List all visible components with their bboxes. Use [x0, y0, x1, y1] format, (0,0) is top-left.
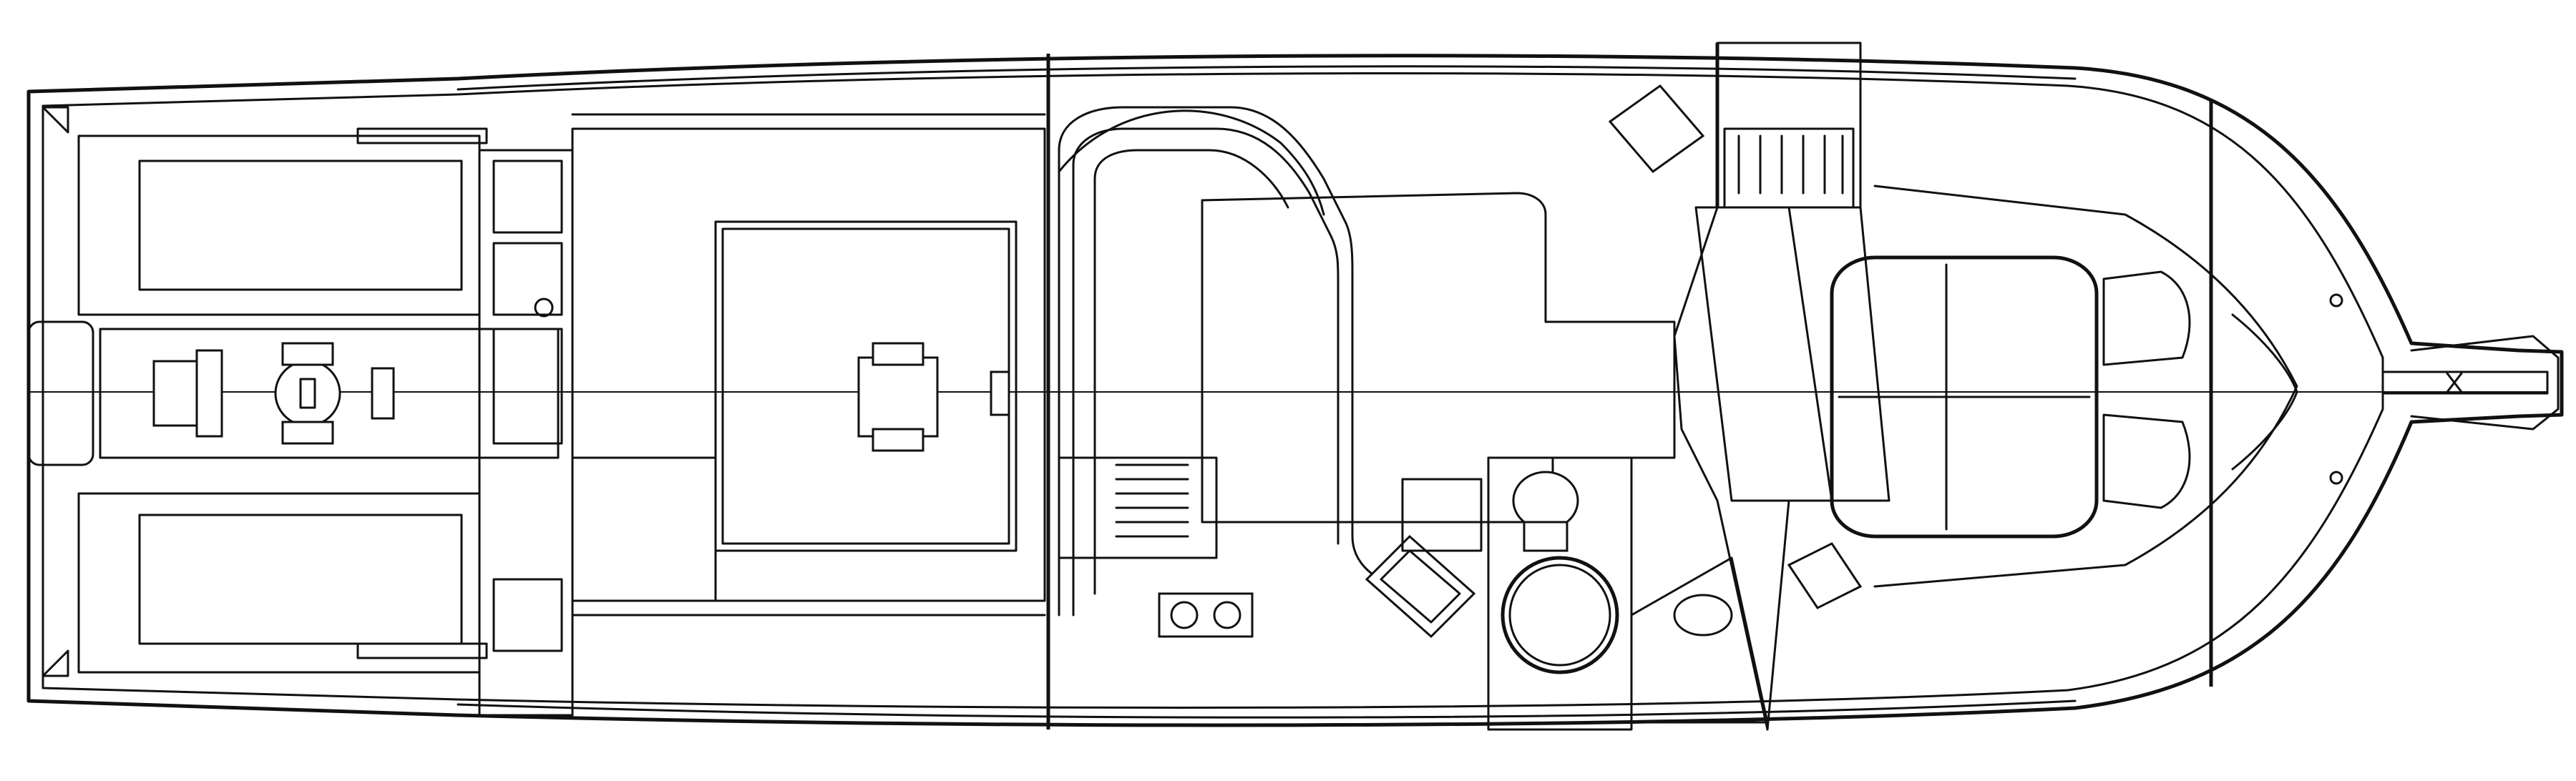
salon: [1058, 106, 1676, 639]
cockpit: [27, 127, 560, 674]
tackle-drawer-4[interactable]: [492, 578, 563, 652]
tackle-drawer-1[interactable]: [492, 159, 563, 234]
bow-storage-port: [2102, 270, 2191, 366]
bow-cleat-port: [2329, 293, 2343, 308]
washdown-icon: [534, 298, 554, 318]
salon-sole: [1201, 192, 1676, 524]
dash-instrument: [1608, 84, 1705, 174]
companionway-steps[interactable]: [1723, 127, 1855, 209]
head-icon[interactable]: [1512, 471, 1579, 552]
port-rubrail: [457, 65, 2077, 91]
engine-hatch[interactable]: [714, 220, 1018, 552]
hull-outline: [26, 54, 2564, 727]
v-berth: [1830, 185, 2298, 588]
head-compartment: [1487, 456, 1633, 731]
forward-passage-sole: [1694, 206, 1890, 502]
anchor-windlass-icon: [2381, 370, 2549, 395]
sink-icon[interactable]: [1365, 534, 1476, 639]
head-enclosure: [1487, 456, 1633, 731]
fish-box-port: [138, 159, 463, 291]
fish-box-stbd: [138, 514, 463, 645]
bridge-deck: [571, 113, 1046, 617]
bridge-deck-outline: [571, 127, 1046, 602]
stern-cleat-stbd: [42, 649, 69, 677]
fighting-chair-icon[interactable]: [152, 342, 395, 445]
transom-area: [99, 328, 560, 459]
hanging-locker: [1787, 542, 1863, 609]
salon-settee[interactable]: [1058, 456, 1218, 559]
v-berth-cushion[interactable]: [1830, 255, 2099, 539]
shower-sump: [1501, 556, 1619, 674]
helm-chair-icon[interactable]: [857, 342, 1010, 452]
stove-icon[interactable]: [1158, 592, 1254, 638]
companionway: [1608, 41, 1890, 731]
bow-cleat-stbd: [2329, 471, 2343, 485]
stern-cleat-port: [42, 106, 69, 134]
bow-storage-stbd: [2102, 413, 2191, 509]
tackle-drawer-2[interactable]: [492, 242, 563, 316]
tackle-drawer-3[interactable]: [492, 328, 563, 445]
stbd-rubrail: [457, 699, 2077, 719]
vanity-sink-icon[interactable]: [1673, 594, 1733, 637]
galley-counter: [1401, 478, 1483, 552]
transom-door[interactable]: [27, 320, 94, 466]
helm-step: [571, 456, 717, 602]
